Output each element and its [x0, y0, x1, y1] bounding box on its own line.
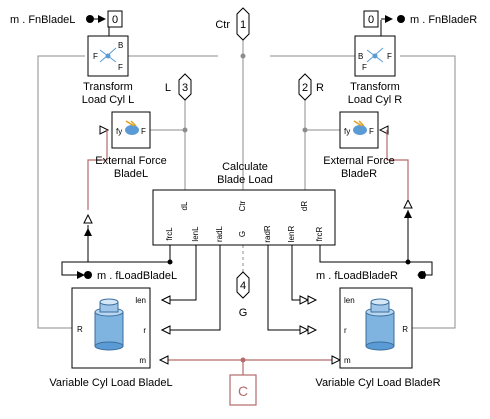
transform-l-title1: Transform: [83, 81, 133, 93]
ext-force-l-title2: BladeL: [114, 168, 148, 180]
cyl-r-port-r: r: [344, 326, 347, 335]
calc-bottom-port-label: radR: [263, 225, 272, 243]
ext-force-l-port-fy: fy: [116, 127, 122, 136]
wire-left-outer: [37, 55, 85, 329]
connection-port-c[interactable]: C: [229, 374, 257, 406]
frame-transform-icon: [366, 47, 384, 63]
calculate-blade-load-block[interactable]: Calculate Blade Load dL Ctr dR frcL lenL rad…: [152, 161, 336, 246]
force-icon: [125, 120, 139, 135]
wire-right-outer: [400, 55, 456, 329]
port-l-number: 3: [182, 82, 188, 94]
calc-top-port-label: Ctr: [238, 200, 247, 211]
frame-transform-icon: [99, 47, 117, 63]
cyl-l-port-r-left: R: [77, 325, 83, 334]
transform-l-title2: Load Cyl L: [82, 94, 135, 106]
constant-right-value: 0: [368, 14, 374, 26]
calc-bottom-port-label: lenL: [191, 226, 200, 242]
port-l[interactable]: 3 L: [165, 73, 192, 101]
port-ctr[interactable]: 1 Ctr: [215, 7, 250, 41]
port-g[interactable]: 4 G: [236, 271, 250, 319]
external-force-blader-block[interactable]: fy F External Force BladeR: [323, 111, 395, 180]
variable-cyl-load-bladel-block[interactable]: R len r m Variable Cyl Load BladeL: [49, 287, 173, 389]
physical-wires: [87, 130, 409, 375]
cyl-l-title: Variable Cyl Load BladeL: [49, 377, 172, 389]
cylinder-icon: [94, 298, 124, 351]
external-force-bladel-block[interactable]: fy F External Force BladeL: [95, 111, 167, 180]
constant-left-value: 0: [112, 14, 118, 26]
f-load-blade-l-label: m . fLoadBladeL: [97, 270, 177, 282]
port-g-label: G: [239, 307, 248, 319]
cyl-r-port-r-right: R: [402, 325, 408, 334]
transform-r-port-f-in: F: [387, 52, 392, 61]
cyl-r-title: Variable Cyl Load BladeR: [315, 377, 440, 389]
cyl-l-port-len: len: [135, 296, 146, 305]
calc-bottom-port-label: frcL: [165, 227, 174, 241]
force-icon: [353, 120, 367, 135]
goto-f-load-blade-r: m . fLoadBladeR: [316, 270, 426, 282]
cyl-r-port-m: m: [344, 356, 351, 365]
goto-fn-blade-r: m . FnBladeR: [381, 14, 477, 26]
transform-load-cyl-l-block[interactable]: F B F Transform Load Cyl L: [82, 35, 135, 106]
transform-l-port-b: B: [118, 41, 123, 50]
port-g-number: 4: [240, 280, 246, 292]
cylinder-icon: [365, 298, 395, 351]
constant-left[interactable]: 0: [107, 10, 123, 28]
f-load-blade-r-label: m . fLoadBladeR: [316, 270, 398, 282]
port-l-label: L: [165, 82, 171, 94]
calc-top-ports: dL Ctr dR: [180, 200, 309, 211]
transform-load-cyl-r-block[interactable]: B F F Transform Load Cyl R: [348, 35, 402, 106]
black-wires: [61, 20, 433, 334]
transform-l-port-f-in: F: [93, 52, 98, 61]
variable-cyl-load-blader-block[interactable]: len r m R Variable Cyl Load BladeR: [315, 287, 441, 389]
ext-force-l-port-f: F: [141, 127, 146, 136]
fn-blade-l-label: m . FnBladeL: [10, 14, 75, 26]
transform-r-title2: Load Cyl R: [348, 94, 402, 106]
calc-top-port-label: dL: [180, 201, 189, 210]
port-ctr-label: Ctr: [215, 19, 230, 31]
transform-r-port-f-out: F: [362, 63, 367, 72]
transform-l-port-f-out: F: [118, 63, 123, 72]
ext-force-r-title2: BladeR: [341, 168, 377, 180]
transform-r-title1: Transform: [350, 81, 400, 93]
ext-force-r-title1: External Force: [323, 155, 395, 167]
ext-force-r-port-fy: fy: [344, 127, 350, 136]
port-r[interactable]: 2 R: [298, 73, 324, 101]
goto-f-load-blade-l: m . fLoadBladeL: [84, 270, 177, 282]
calc-bottom-port-label: lenR: [287, 226, 296, 243]
calc-bottom-port-label: G: [238, 231, 247, 237]
calc-top-port-label: dR: [300, 201, 309, 211]
transform-r-port-b: B: [358, 52, 363, 61]
cyl-r-port-len: len: [344, 296, 355, 305]
port-r-label: R: [316, 82, 324, 94]
cyl-l-port-m: m: [139, 356, 146, 365]
constant-right[interactable]: 0: [363, 10, 379, 28]
signal-wires: [37, 40, 456, 329]
fn-blade-r-label: m . FnBladeR: [410, 14, 477, 26]
connection-c-label: C: [238, 383, 248, 399]
calc-title2: Blade Load: [217, 174, 273, 186]
open-arrows: [83, 125, 413, 335]
calc-title1: Calculate: [222, 161, 268, 173]
port-r-number: 2: [302, 82, 308, 94]
ext-force-l-title1: External Force: [95, 155, 167, 167]
calc-bottom-port-label: radL: [215, 225, 224, 242]
calc-bottom-port-label: frcR: [315, 226, 324, 241]
goto-fn-blade-l: m . FnBladeL: [10, 14, 106, 26]
ext-force-r-port-f: F: [369, 127, 374, 136]
port-ctr-number: 1: [240, 19, 246, 31]
cyl-l-port-r: r: [143, 326, 146, 335]
